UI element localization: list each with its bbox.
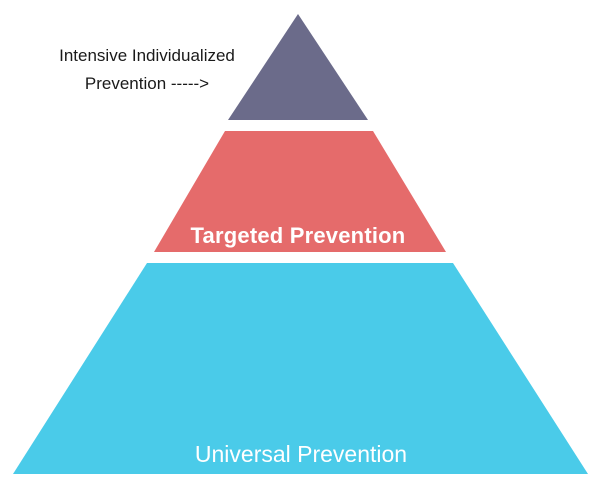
pyramid-top-tier	[228, 14, 368, 120]
callout-line-2: Prevention ----->	[84, 74, 210, 93]
intensive-prevention-callout: Intensive Individualized Prevention ----…	[32, 42, 262, 98]
targeted-prevention-label: Targeted Prevention	[191, 223, 406, 248]
callout-line-1: Intensive Individualized	[59, 46, 235, 65]
pyramid-bottom-tier	[13, 263, 588, 474]
pyramid-middle-tier	[154, 131, 446, 252]
universal-prevention-label: Universal Prevention	[195, 441, 407, 467]
